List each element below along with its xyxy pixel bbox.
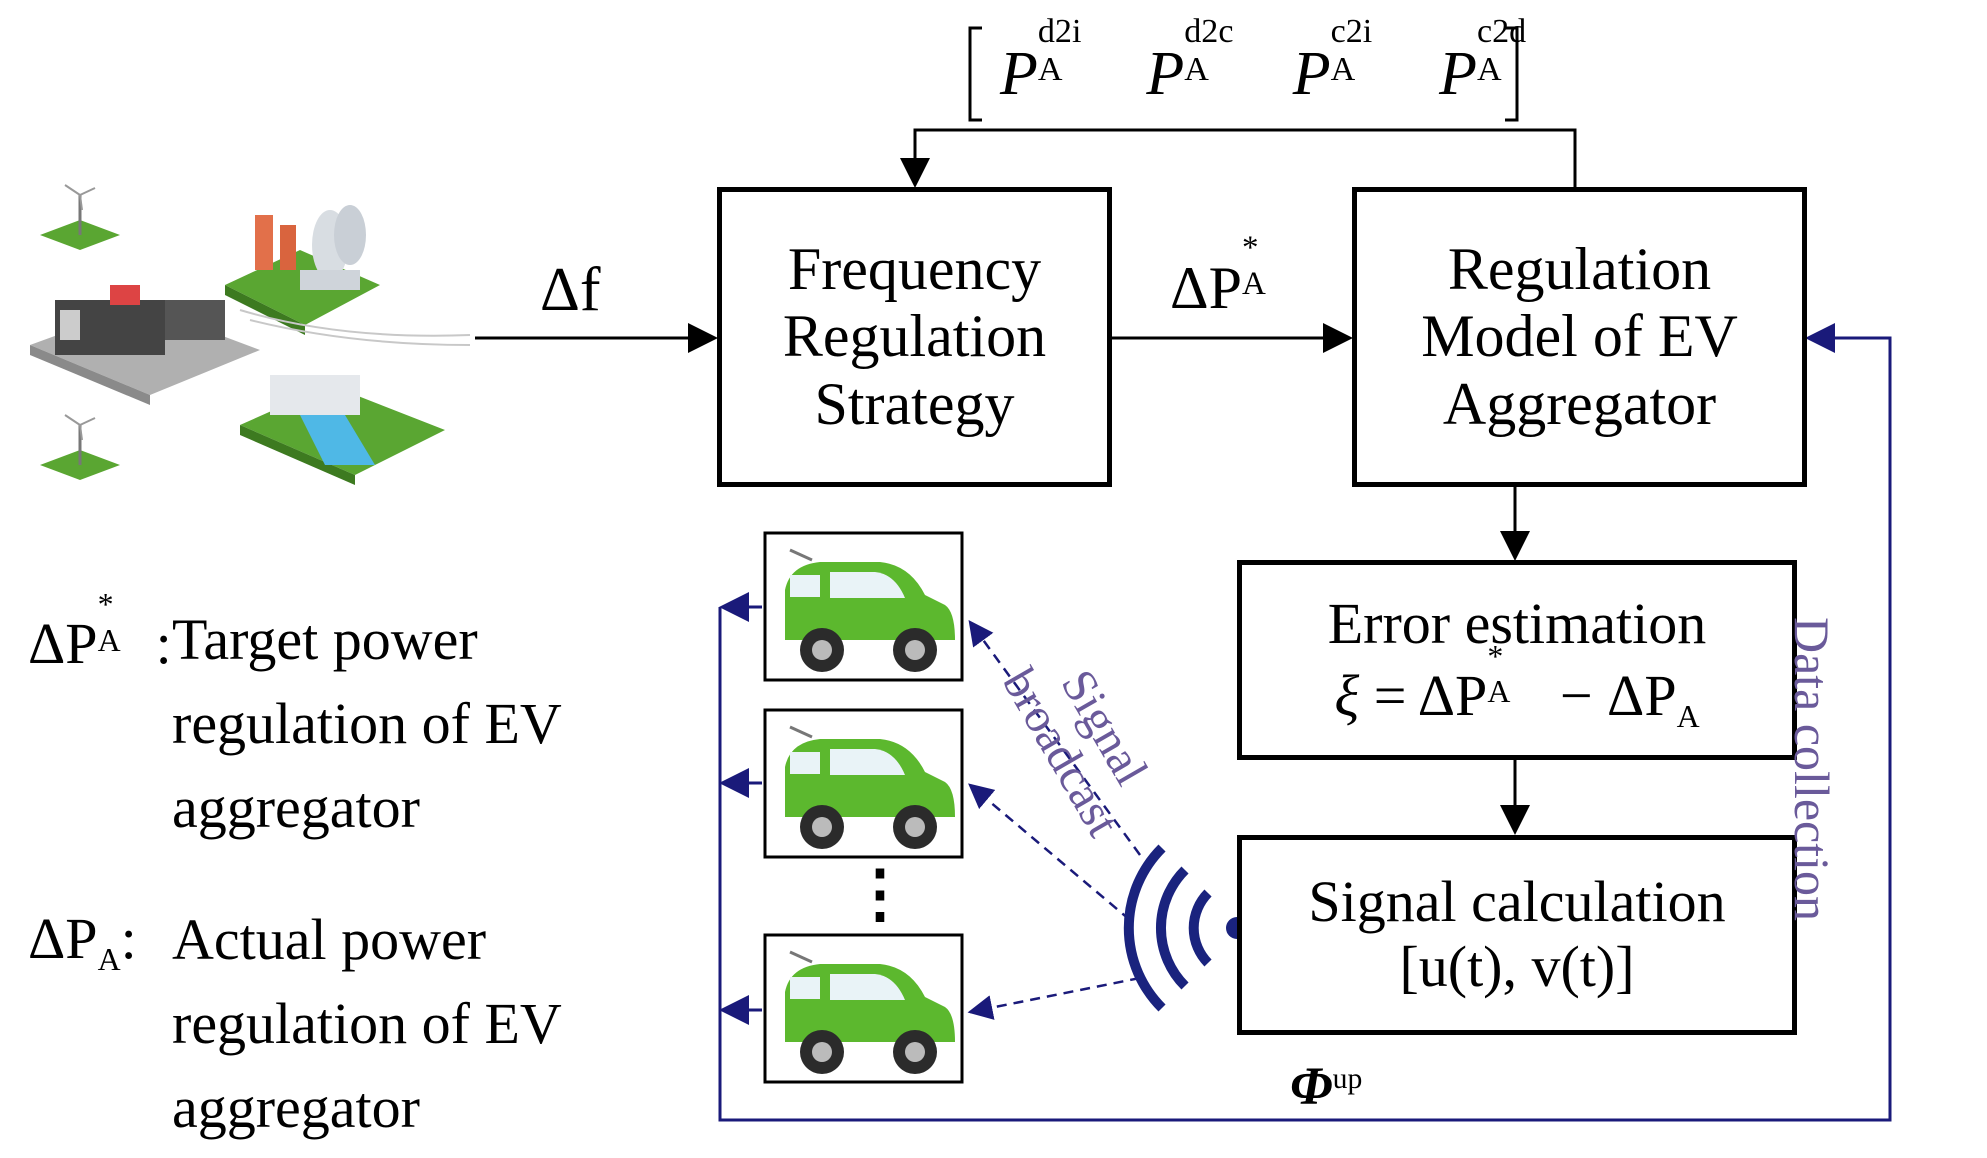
- error-estimation-box: Error estimation ξ = ΔP*A − ΔPA: [1237, 560, 1797, 760]
- frequency-regulation-strategy-box: Frequency Regulation Strategy: [717, 187, 1112, 487]
- error-equation: ξ = ΔP*A − ΔPA: [1334, 639, 1699, 734]
- legend-colon: :: [155, 611, 172, 676]
- a-sub: A: [1241, 266, 1266, 303]
- term-sub: A: [1184, 50, 1209, 88]
- legend-line: aggregator: [172, 1075, 420, 1141]
- broadcast-line-car3: [967, 976, 1141, 1020]
- data-collection-line: [718, 323, 1892, 1122]
- legend-sub: A: [97, 942, 121, 978]
- wireless-broadcast-icon: [1123, 844, 1248, 1012]
- box-line: Strategy: [814, 370, 1015, 437]
- box-line: Regulation: [782, 303, 1047, 370]
- legend-symbol-text: ΔP: [28, 611, 98, 676]
- generator-icon: [30, 285, 260, 405]
- a-sub: A: [1676, 698, 1700, 734]
- cars-ellipsis: ⋮: [848, 862, 912, 926]
- box-line: Regulation: [1447, 236, 1712, 303]
- legend-line: Actual power: [172, 907, 487, 972]
- box-line: Aggregator: [1442, 370, 1717, 437]
- ev-car-icon: [763, 708, 964, 859]
- feedback-bracket-right: [1505, 26, 1519, 122]
- ev-car-icon: [763, 933, 964, 1084]
- delta-p-target-label: ΔP*A: [1170, 230, 1302, 323]
- signal-calculation-title: Signal calculation: [1308, 869, 1726, 935]
- legend-symbol-text: ΔP: [28, 906, 98, 971]
- feedback-loop-line: [900, 128, 1577, 190]
- wind-turbine-icon: [40, 184, 120, 250]
- legend-line: regulation of EV: [172, 691, 562, 757]
- power-plant-icon: [225, 205, 380, 335]
- ellipsis-text: ⋮: [848, 858, 912, 929]
- xi-symbol: ξ: [1334, 662, 1360, 728]
- power-grid-illustration: [30, 184, 471, 485]
- term-sub: A: [1037, 50, 1063, 88]
- data-collection-label: Data collection: [1783, 617, 1841, 921]
- term-sup: d2c: [1184, 13, 1234, 51]
- p-symbol: P: [1439, 40, 1477, 108]
- p-symbol: P: [1000, 40, 1038, 108]
- box-line: Model of EV: [1421, 303, 1738, 370]
- p-symbol: P: [1292, 40, 1331, 108]
- term-sup: d2i: [1037, 13, 1082, 51]
- ev-car-icon: [763, 531, 964, 682]
- signal-calculation-box: Signal calculation [u(t), v(t)]: [1237, 835, 1797, 1035]
- legend-line: Target power: [172, 607, 478, 672]
- star-sup: *: [1241, 229, 1259, 266]
- phi-symbol: Φ: [1290, 1056, 1333, 1116]
- equation-mid: = ΔP: [1373, 662, 1488, 728]
- broadcast-line-car1: [968, 619, 1142, 856]
- legend-actual-description: Actual power regulation of EV aggregator: [172, 898, 562, 1150]
- delta-p-text: ΔP: [1170, 255, 1242, 321]
- legend-actual-symbol: ΔPA:: [28, 905, 137, 977]
- legend-target-symbol: ΔP*A:: [28, 587, 172, 677]
- term-sup: c2d: [1477, 13, 1527, 51]
- delta-f-text: Δf: [540, 256, 601, 324]
- legend-colon: :: [120, 906, 137, 971]
- feedback-bracket-left: [968, 26, 982, 122]
- error-estimation-title: Error estimation: [1327, 590, 1707, 656]
- delta-f-label: Δf: [540, 255, 601, 326]
- box-line: Frequency: [787, 236, 1042, 303]
- broadcast-line-car2: [968, 783, 1131, 921]
- legend-sup: *: [97, 587, 114, 623]
- equation-minus: − ΔP: [1559, 662, 1677, 728]
- signal-formula: [u(t), v(t)]: [1399, 934, 1635, 999]
- legend-line: regulation of EV: [172, 991, 562, 1057]
- legend-sub: A: [97, 622, 121, 658]
- phi-sup: up: [1332, 1062, 1363, 1095]
- star-sup: *: [1487, 638, 1504, 674]
- regulation-model-box: Regulation Model of EV Aggregator: [1352, 187, 1807, 487]
- a-sub: A: [1487, 674, 1511, 710]
- wind-turbine-icon: [40, 414, 120, 480]
- legend-target-description: Target power regulation of EV aggregator: [172, 598, 562, 850]
- data-collection-text: Data collection: [1784, 616, 1841, 922]
- term-sub: A: [1477, 50, 1502, 88]
- term-sub: A: [1330, 50, 1356, 88]
- hydro-dam-icon: [240, 375, 445, 485]
- legend-line: aggregator: [172, 775, 420, 841]
- p-symbol: P: [1146, 40, 1185, 108]
- phi-up-label: Φup: [1290, 1055, 1362, 1117]
- term-sup: c2i: [1330, 13, 1373, 51]
